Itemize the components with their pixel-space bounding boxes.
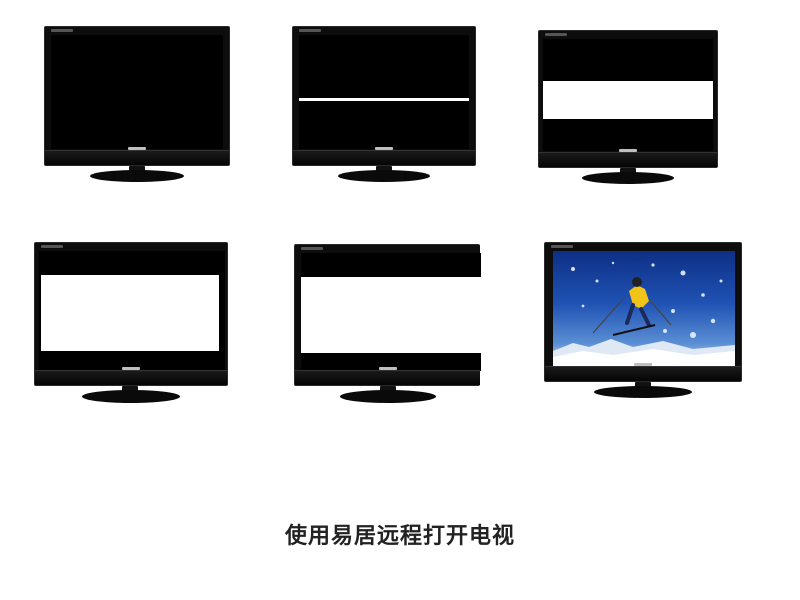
skier-image (553, 261, 735, 367)
brand-logo (122, 367, 140, 370)
screen-white-band (301, 277, 481, 353)
tv-screen (51, 35, 223, 149)
tv-screen (543, 39, 713, 151)
tv-stand-base (340, 390, 436, 403)
tv-wide-band (294, 244, 481, 404)
brand-logo (634, 363, 652, 366)
tv-stand-base (90, 170, 184, 182)
brand-label-top (299, 29, 321, 32)
tv-screen (39, 251, 225, 371)
tv-screen (553, 251, 735, 367)
brand-logo (378, 367, 397, 370)
tv-screen (301, 253, 481, 371)
tv-stand-base (338, 170, 430, 182)
screen-white-line (299, 98, 469, 101)
caption: 使用易居远程打开电视 (284, 524, 515, 549)
screen-white-band (543, 81, 713, 119)
tv-picture-skier (553, 251, 735, 367)
screen-white-band (41, 275, 219, 351)
tv-wide-band (34, 242, 228, 404)
brand-logo (375, 147, 393, 150)
brand-label-top (41, 245, 63, 248)
tv-opening-band (538, 30, 718, 184)
brand-label-top (51, 29, 73, 32)
tv-thin-line (292, 26, 476, 182)
brand-logo (128, 147, 146, 150)
brand-logo (619, 149, 637, 152)
tv-stand-base (82, 390, 180, 403)
brand-label-top (545, 33, 567, 36)
tv-screen (299, 35, 469, 149)
tv-off (44, 26, 230, 182)
brand-label-top (551, 245, 573, 248)
tv-stand-base (582, 172, 674, 184)
tv-stand-base (594, 386, 692, 398)
brand-label-top (301, 247, 323, 250)
tv-on (544, 242, 742, 398)
